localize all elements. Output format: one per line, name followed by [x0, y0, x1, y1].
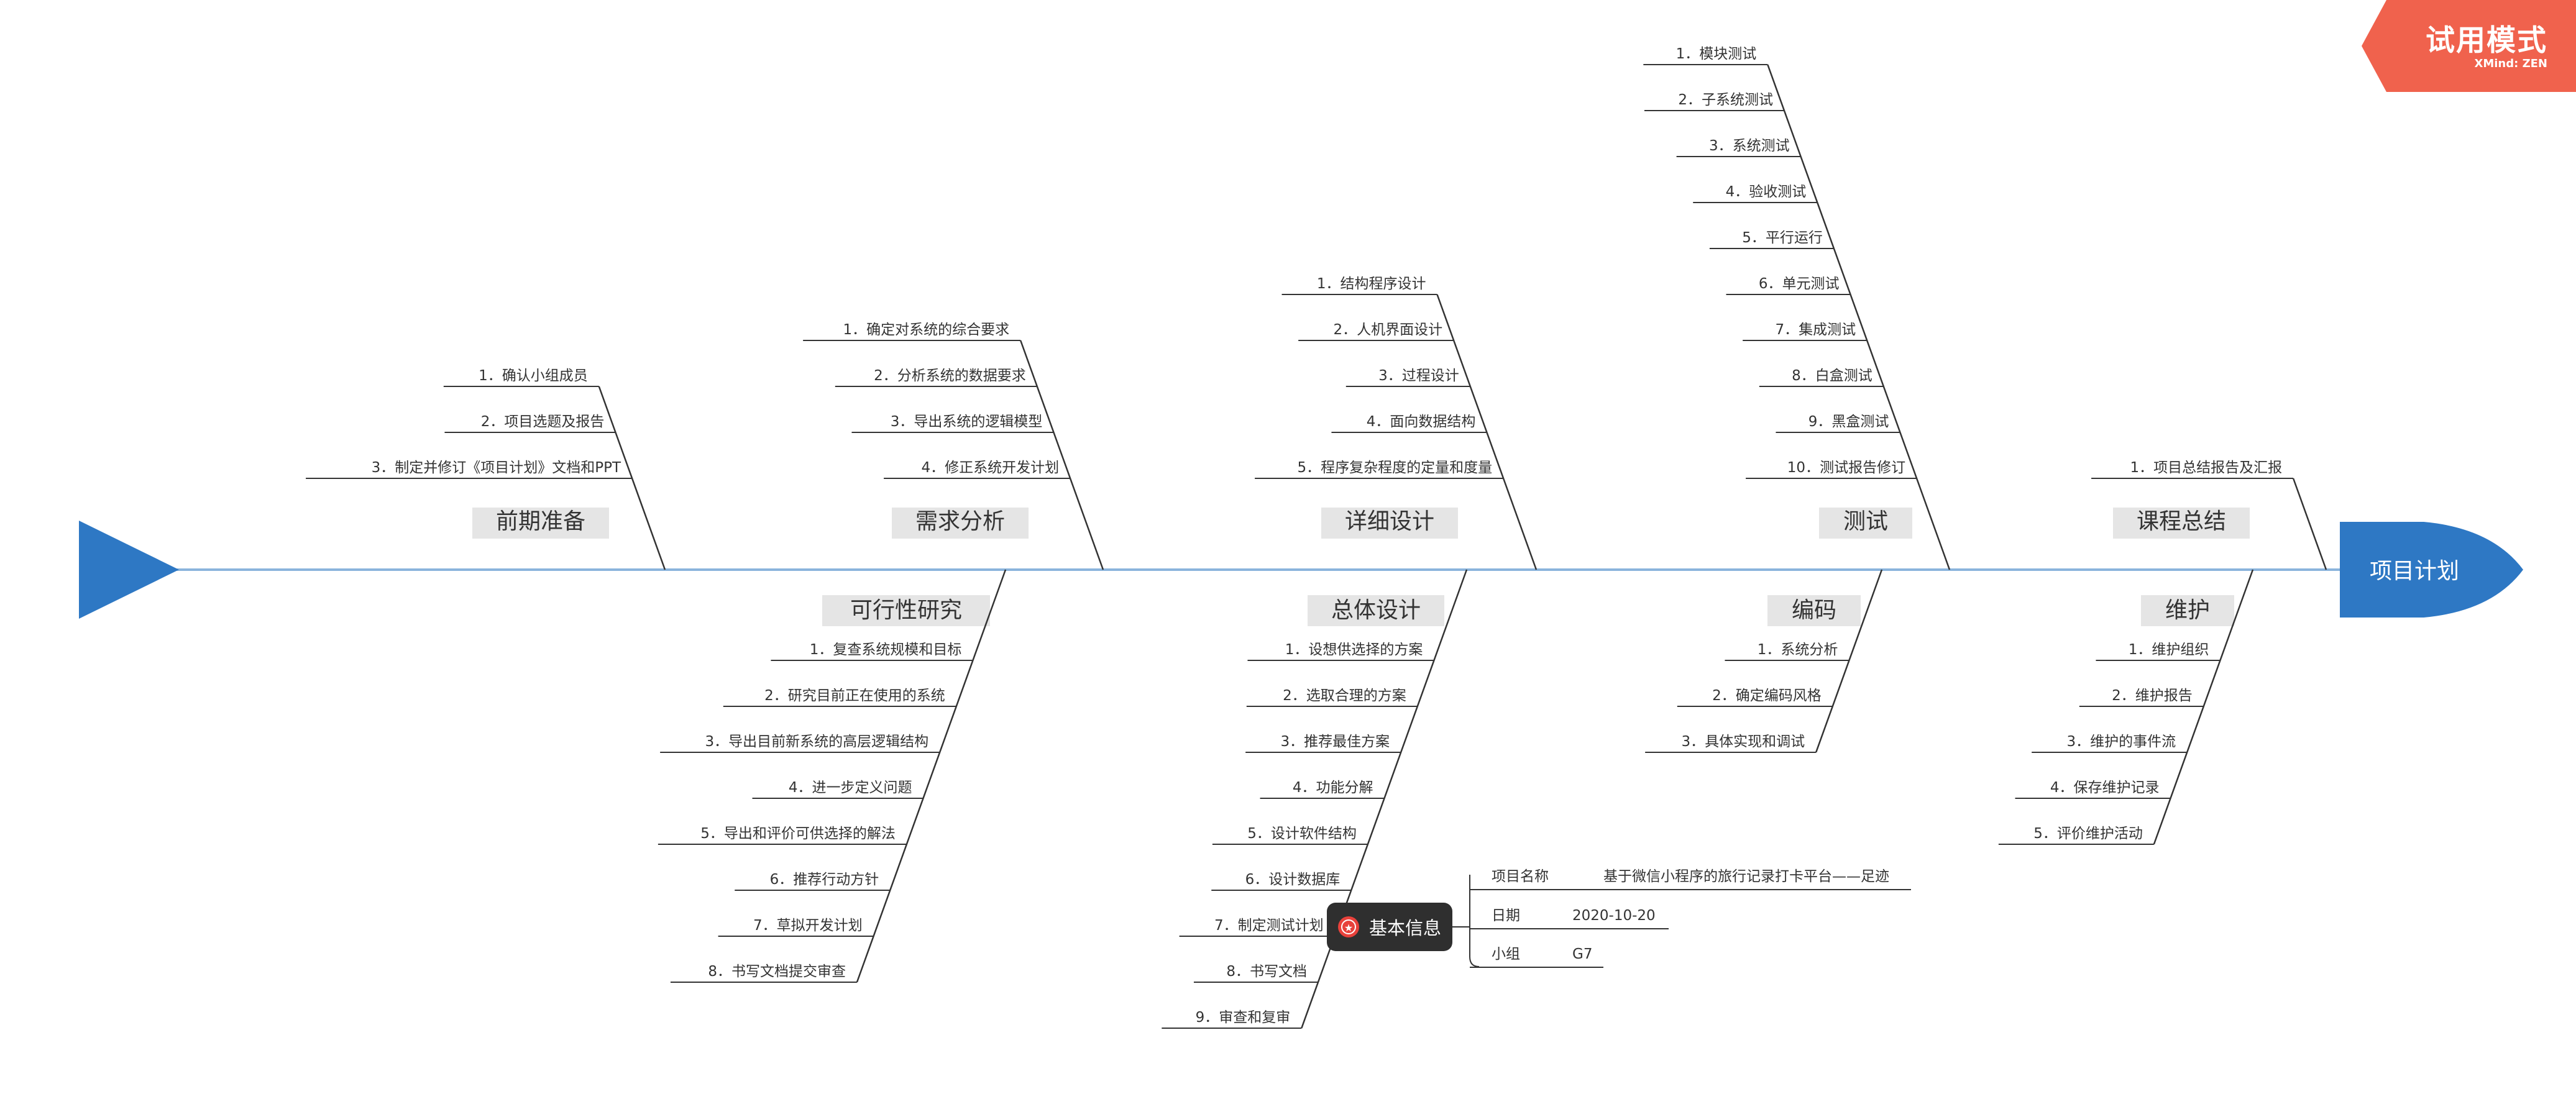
trial-mode-label: 试用模式 [2426, 24, 2547, 58]
category-box [1308, 595, 1444, 626]
branch-line [2292, 478, 2327, 570]
item-label[interactable]: 2．确定编码风格 [1712, 688, 1822, 704]
item-label[interactable]: 10．测试报告修订 [1787, 460, 1905, 476]
category-label-bottom[interactable]: 编码 [1792, 598, 1836, 623]
branch-line [1019, 340, 1104, 570]
item-label[interactable]: 7．集成测试 [1776, 322, 1856, 338]
item-label[interactable]: 7．制定测试计划 [1214, 918, 1324, 934]
item-label[interactable]: 2．人机界面设计 [1334, 322, 1443, 338]
item-label[interactable]: 5．评价维护活动 [2033, 826, 2143, 842]
item-label[interactable]: 2．分析系统的数据要求 [874, 368, 1026, 384]
item-label[interactable]: 2．项目选题及报告 [481, 414, 605, 430]
item-label[interactable]: 1．确认小组成员 [479, 368, 588, 384]
category-label-top[interactable]: 课程总结 [2137, 509, 2226, 534]
info-node-box [1327, 903, 1452, 951]
info-row-value[interactable]: 基于微信小程序的旅行记录打卡平台——足迹 [1603, 868, 1889, 885]
item-label[interactable]: 3．系统测试 [1709, 138, 1790, 154]
item-label[interactable]: 4．功能分解 [1293, 780, 1373, 796]
item-label[interactable]: 5．设计软件结构 [1247, 826, 1357, 842]
item-label[interactable]: 2．研究目前正在使用的系统 [764, 688, 945, 704]
info-row-value[interactable]: 2020-10-20 [1572, 908, 1656, 924]
item-label[interactable]: 3．具体实现和调试 [1682, 734, 1805, 750]
item-label[interactable]: 2．维护报告 [2112, 688, 2193, 704]
info-connector [1452, 875, 1480, 967]
item-label[interactable]: 1．设想供选择的方案 [1285, 642, 1423, 658]
item-label[interactable]: 3．过程设计 [1378, 368, 1459, 384]
item-label[interactable]: 3．维护的事件流 [2067, 734, 2176, 750]
category-box [1767, 595, 1861, 626]
item-label[interactable]: 6．推荐行动方针 [770, 872, 879, 888]
item-label[interactable]: 1．确定对系统的综合要求 [843, 322, 1010, 338]
info-node-label[interactable]: 基本信息 [1369, 918, 1441, 939]
item-label[interactable]: 8．白盒测试 [1792, 368, 1872, 384]
item-label[interactable]: 1．复查系统规模和目标 [810, 642, 962, 658]
category-label-top[interactable]: 详细设计 [1345, 509, 1434, 534]
branch-line [856, 569, 1007, 983]
item-label[interactable]: 4．进一步定义问题 [789, 780, 912, 796]
item-label[interactable]: 5．程序复杂程度的定量和度量 [1297, 460, 1492, 476]
item-label[interactable]: 4．修正系统开发计划 [921, 460, 1059, 476]
item-label[interactable]: 8．书写文档提交审查 [708, 964, 846, 980]
category-label-top[interactable]: 需求分析 [915, 509, 1005, 534]
item-label[interactable]: 8．书写文档 [1226, 964, 1307, 980]
item-label[interactable]: 1．模块测试 [1676, 46, 1757, 62]
item-label[interactable]: 4．验收测试 [1726, 184, 1807, 200]
item-label[interactable]: 1．结构程序设计 [1317, 276, 1426, 292]
item-label[interactable]: 3．制定并修订《项目计划》文档和PPT [372, 460, 621, 476]
item-label[interactable]: 1．项目总结报告及汇报 [2130, 460, 2282, 476]
category-label-bottom[interactable]: 总体设计 [1331, 598, 1421, 623]
head-label[interactable]: 项目计划 [2370, 558, 2459, 584]
category-box [822, 595, 990, 626]
info-row-key[interactable]: 小组 [1492, 946, 1520, 962]
info-row-key[interactable]: 日期 [1492, 908, 1520, 924]
item-label[interactable]: 7．草拟开发计划 [753, 918, 863, 934]
item-label[interactable]: 3．导出目前新系统的高层逻辑结构 [705, 734, 929, 750]
item-label[interactable]: 1．系统分析 [1758, 642, 1838, 658]
item-label[interactable]: 9．审查和复审 [1196, 1010, 1291, 1026]
category-box [1321, 508, 1458, 539]
category-label-bottom[interactable]: 维护 [2165, 598, 2210, 623]
item-label[interactable]: 4．保存维护记录 [2050, 780, 2160, 796]
item-label[interactable]: 2．子系统测试 [1678, 92, 1773, 108]
trial-mode-badge[interactable]: 试用模式 XMind: ZEN [2362, 0, 2576, 92]
item-label[interactable]: 1．维护组织 [2129, 642, 2209, 658]
fish-head-shape [2340, 522, 2523, 618]
category-label-top[interactable]: 前期准备 [496, 509, 585, 534]
item-label[interactable]: 9．黑盒测试 [1808, 414, 1889, 430]
item-label[interactable]: 3．导出系统的逻辑模型 [891, 414, 1043, 430]
category-box [2113, 508, 2250, 539]
star-icon [1338, 916, 1359, 937]
fish-tail-shape [79, 521, 179, 619]
item-label[interactable]: 6．设计数据库 [1245, 872, 1341, 888]
star-glyph: ★ [1344, 922, 1353, 934]
item-label[interactable]: 2．选取合理的方案 [1283, 688, 1406, 704]
info-row-value[interactable]: G7 [1572, 946, 1592, 962]
category-label-top[interactable]: 测试 [1843, 509, 1888, 534]
category-box [2141, 595, 2234, 626]
item-label[interactable]: 4．面向数据结构 [1367, 414, 1476, 430]
item-label[interactable]: 6．单元测试 [1759, 276, 1840, 292]
item-label[interactable]: 5．导出和评价可供选择的解法 [700, 826, 896, 842]
item-label[interactable]: 3．推荐最佳方案 [1281, 734, 1390, 750]
star-icon-ring [1341, 919, 1356, 934]
xmind-zen-logo: XMind: ZEN [2474, 57, 2547, 70]
category-box [892, 508, 1029, 539]
category-box [1819, 508, 1912, 539]
item-label[interactable]: 5．平行运行 [1742, 230, 1823, 246]
category-label-bottom[interactable]: 可行性研究 [850, 598, 962, 623]
category-box [472, 508, 609, 539]
info-row-key[interactable]: 项目名称 [1492, 868, 1549, 885]
branch-line [1767, 64, 1951, 570]
